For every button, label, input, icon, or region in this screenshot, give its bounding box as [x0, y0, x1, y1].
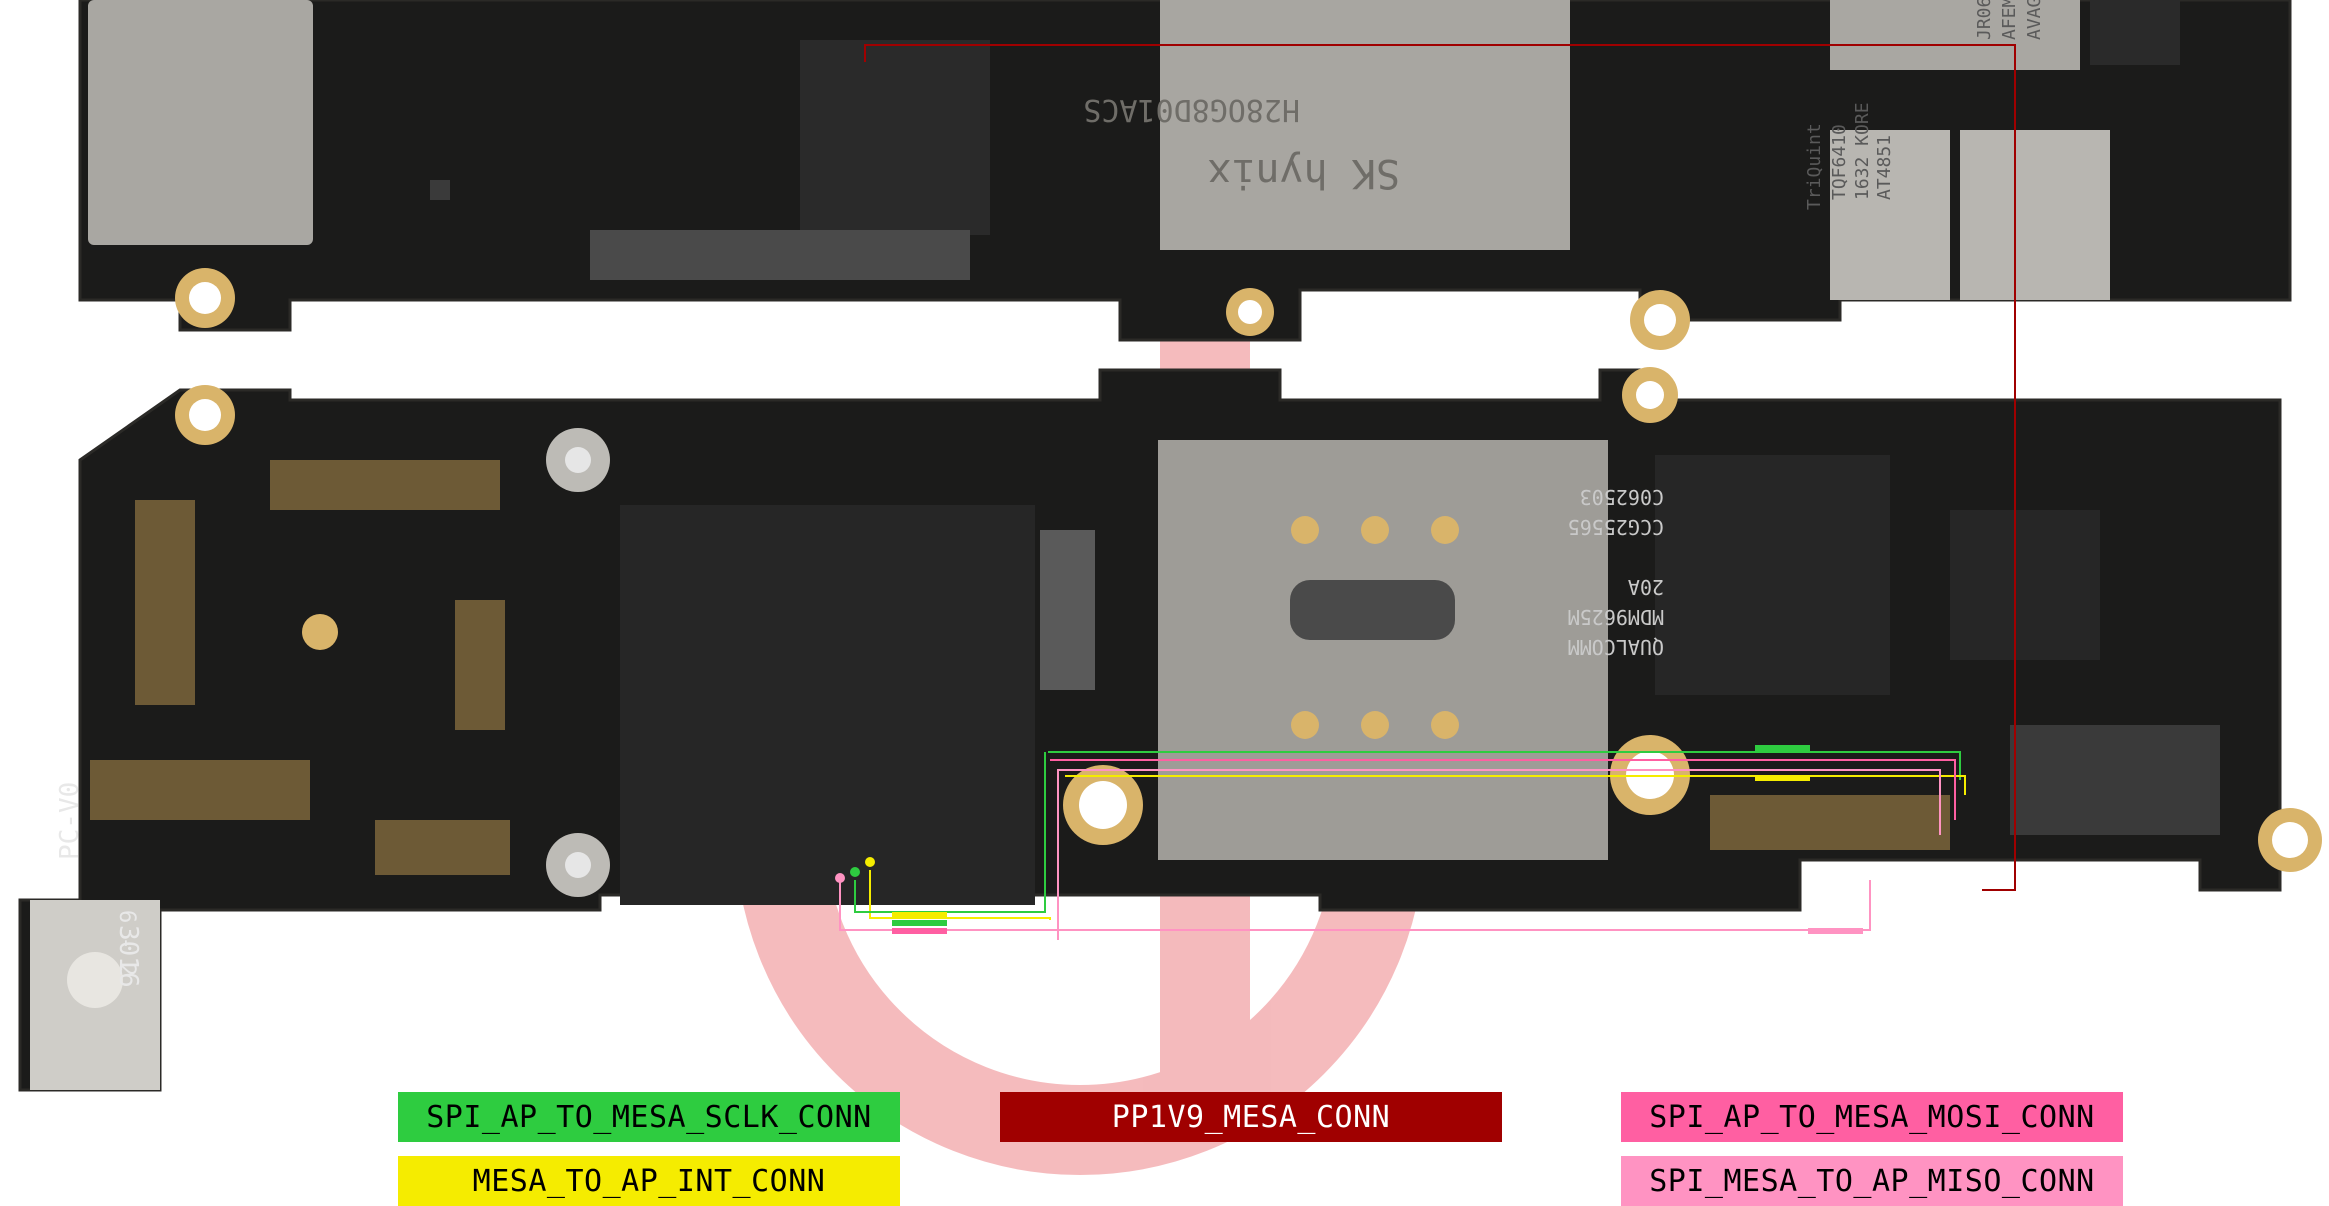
miso-trace — [1057, 769, 1941, 940]
hynix-line-2: H28OG8D01ACS — [1083, 92, 1300, 127]
legend-miso-label: SPI_MESA_TO_AP_MISO_CONN — [1649, 1163, 2095, 1199]
qualcomm-line-3: 20A — [1628, 575, 1664, 599]
bottom-board — [18, 367, 2322, 1092]
pp1v9-trace — [864, 44, 2016, 891]
apple-logo-mark — [302, 614, 338, 650]
sim-tray-shield — [1158, 440, 1608, 860]
triquint-line-3: 1632 KORE — [1852, 102, 1873, 200]
signal-pads — [835, 745, 1863, 934]
triquint-chip — [1830, 130, 1950, 300]
miso-trace-lower — [839, 880, 1871, 931]
qualcomm-line-1: QUALCOMM — [1568, 635, 1664, 659]
hynix-line-1: SK hynix — [1207, 150, 1400, 196]
qualcomm-modem — [1655, 455, 1890, 695]
fpc-connector-left — [90, 760, 310, 820]
sclk-trace-lower — [854, 752, 1046, 913]
legend-pp1v9-label: PP1V9_MESA_CONN — [1111, 1099, 1391, 1135]
avago-chip — [1830, 0, 2080, 70]
int-trace — [1065, 775, 1966, 795]
triquint-line-4: AT4851 — [1874, 135, 1895, 200]
board-label: PC-V0 — [55, 782, 85, 860]
avago-line-3: JR062 — [1974, 0, 1995, 40]
fpc-connector-vertical — [135, 500, 195, 705]
legend-mosi-label: SPI_AP_TO_MESA_MOSI_CONN — [1649, 1099, 2095, 1135]
legend-mosi: SPI_AP_TO_MESA_MOSI_CONN — [1621, 1092, 2123, 1142]
shield-can-left — [88, 0, 313, 245]
memory-chip — [1160, 0, 1570, 250]
triquint-line-2: TQF6410 — [1829, 124, 1850, 200]
rf-chip — [1960, 130, 2110, 300]
legend-int-label: MESA_TO_AP_INT_CONN — [472, 1163, 826, 1199]
revision-label: 6 - 2 — [114, 910, 139, 976]
qualcomm-line-5: C062503 — [1580, 485, 1664, 509]
int-trace-lower — [869, 870, 1051, 920]
legend-int: MESA_TO_AP_INT_CONN — [398, 1156, 900, 1206]
triquint-line-1: TriQuint — [1804, 123, 1825, 210]
qualcomm-line-2: MDM9625M — [1568, 605, 1664, 629]
legend-miso: SPI_MESA_TO_AP_MISO_CONN — [1621, 1156, 2123, 1206]
legend-sclk: SPI_AP_TO_MESA_SCLK_CONN — [398, 1092, 900, 1142]
sclk-trace — [1048, 751, 1961, 780]
legend-pp1v9: PP1V9_MESA_CONN — [1000, 1092, 1502, 1142]
avago-line-1: AVAGO — [2024, 0, 2045, 40]
signal-traces — [839, 44, 2016, 940]
avago-line-2: AFEM- — [1999, 0, 2020, 40]
mesa-connector — [1710, 795, 1950, 850]
rf-transceiver — [1950, 510, 2100, 660]
fpc-connector-top — [270, 460, 500, 510]
soc-bga — [620, 505, 1035, 905]
battery-connector — [2010, 725, 2220, 835]
silkscreen: PC-V0 6 - 2 3016 QUALCOMM MDM9625M 20A C… — [55, 0, 2045, 988]
legend-sclk-label: SPI_AP_TO_MESA_SCLK_CONN — [426, 1099, 872, 1135]
board-code: 3016 — [113, 925, 143, 988]
qualcomm-line-4: CCG25565 — [1568, 515, 1664, 539]
top-board — [78, 0, 2292, 350]
mosi-trace — [1050, 759, 1956, 820]
bga-chip-top — [800, 40, 990, 235]
